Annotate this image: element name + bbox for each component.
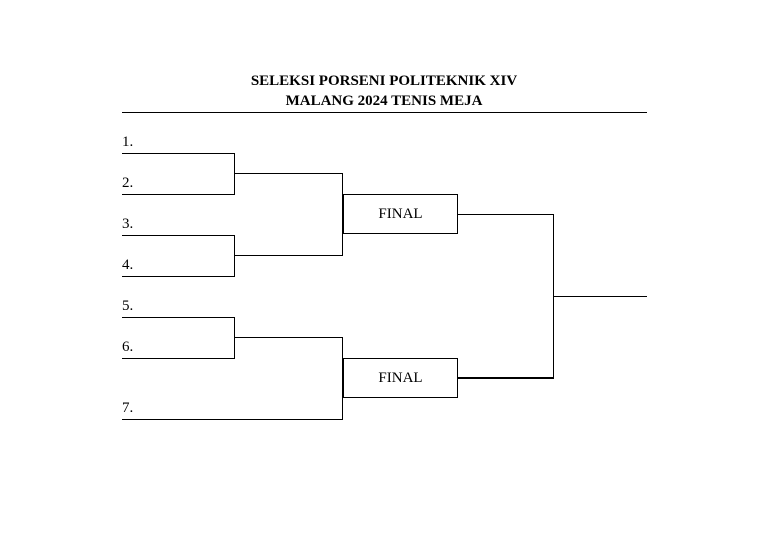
slot-line-5 [122,317,235,318]
slot-label-4: 4. [122,257,134,273]
slot-line-7 [122,419,343,420]
final-lower-line [458,377,554,379]
connector-match-1-2 [234,153,235,195]
slot-line-1 [122,153,235,154]
slot-line-4 [122,276,235,277]
bracket-title-line-1: SELEKSI PORSENI POLITEKNIK XIV [250,73,518,89]
slot-line-6 [122,358,235,359]
slot-label-1: 1. [122,134,134,150]
slot-label-7: 7. [122,400,134,416]
slot-label-2: 2. [122,175,134,191]
final-box-lower-label: FINAL [378,369,423,386]
title-underline [122,112,647,113]
winner-line-1-2 [234,173,343,174]
slot-line-2 [122,194,235,195]
bracket-title-line-2: MALANG 2024 TENIS MEJA [285,93,483,109]
final-box-upper: FINAL [343,194,458,234]
slot-line-3 [122,235,235,236]
winner-line-3-4 [234,255,343,256]
slot-label-5: 5. [122,298,134,314]
final-box-lower: FINAL [343,358,458,398]
champion-line [553,296,647,297]
slot-label-6: 6. [122,339,134,355]
slot-label-3: 3. [122,216,134,232]
final-box-upper-label: FINAL [378,205,423,222]
connector-upper-semifinal [342,173,343,256]
connector-match-5-6 [234,317,235,359]
winner-line-5-6 [234,337,343,338]
connector-lower-semifinal [342,337,343,420]
connector-match-3-4 [234,235,235,277]
final-upper-line [458,214,554,215]
